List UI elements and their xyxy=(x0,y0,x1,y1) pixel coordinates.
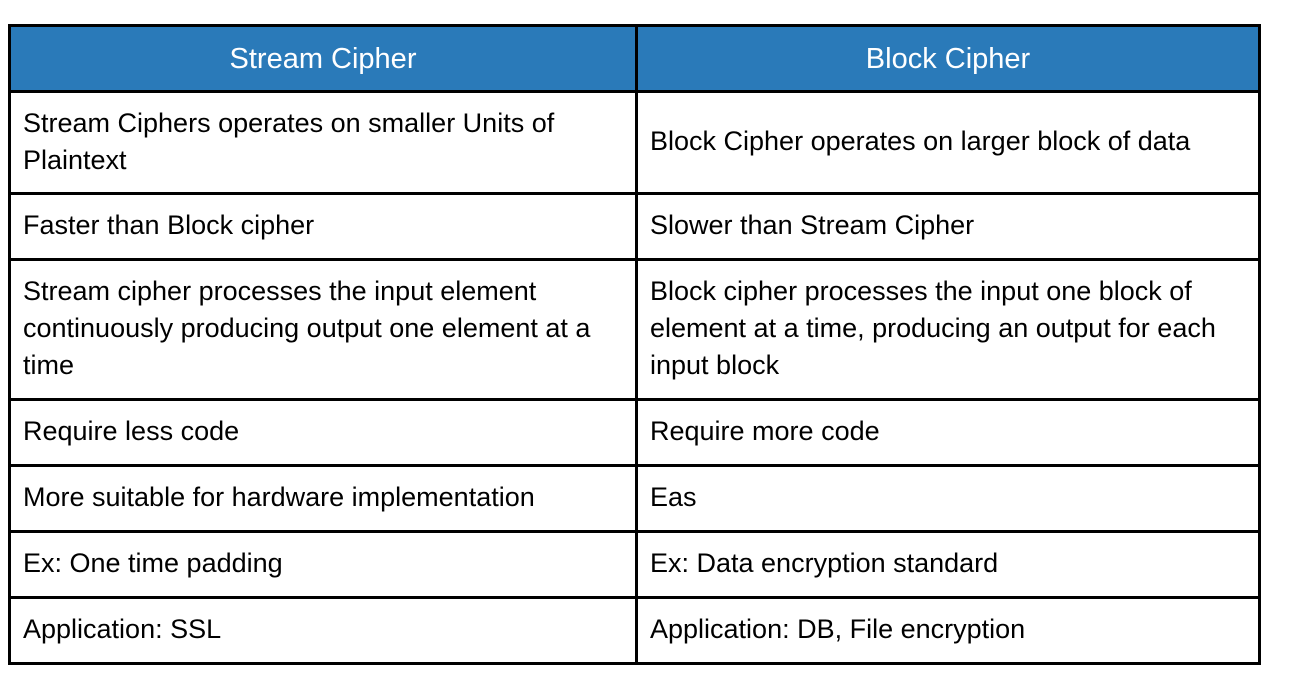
cell-stream-0: Stream Ciphers operates on smaller Units… xyxy=(8,90,638,195)
cell-block-3: Require more code xyxy=(635,398,1261,467)
cell-text: Ex: One time padding xyxy=(23,548,283,578)
cell-text: Ex: Data encryption standard xyxy=(650,548,999,578)
cell-text: More suitable for hardware implementatio… xyxy=(23,482,535,512)
table-body: Stream Ciphers operates on smaller Units… xyxy=(8,90,1261,665)
cell-text: Block Cipher operates on larger block of… xyxy=(650,126,1191,156)
cell-text: Stream cipher processes the input elemen… xyxy=(23,276,591,380)
cell-block-0: Block Cipher operates on larger block of… xyxy=(635,90,1261,195)
column-header-block-cipher: Block Cipher xyxy=(635,24,1261,93)
column-header-stream-cipher: Stream Cipher xyxy=(8,24,638,93)
cell-stream-6: Application: SSL xyxy=(8,596,638,665)
cell-block-4: Eas xyxy=(635,464,1261,533)
cell-text: Application: SSL xyxy=(23,614,222,644)
cell-text: Require more code xyxy=(650,416,880,446)
table-row: More suitable for hardware implementatio… xyxy=(8,464,1261,533)
cell-stream-2: Stream cipher processes the input elemen… xyxy=(8,258,638,401)
cell-stream-3: Require less code xyxy=(8,398,638,467)
cell-block-1: Slower than Stream Cipher xyxy=(635,192,1261,261)
cell-text: Slower than Stream Cipher xyxy=(650,210,975,240)
table-row: Require less code Require more code xyxy=(8,398,1261,467)
table-row: Stream cipher processes the input elemen… xyxy=(8,258,1261,401)
cell-text: Require less code xyxy=(23,416,240,446)
cell-text: Faster than Block cipher xyxy=(23,210,315,240)
cell-block-6: Application: DB, File encryption xyxy=(635,596,1261,665)
cell-stream-5: Ex: One time padding xyxy=(8,530,638,599)
cell-text: Block cipher processes the input one blo… xyxy=(650,276,1216,380)
table-row: Faster than Block cipher Slower than Str… xyxy=(8,192,1261,261)
table-row: Application: SSL Application: DB, File e… xyxy=(8,596,1261,665)
table-header: Stream Cipher Block Cipher xyxy=(8,24,1261,93)
cell-block-5: Ex: Data encryption standard xyxy=(635,530,1261,599)
header-row: Stream Cipher Block Cipher xyxy=(8,24,1261,93)
cipher-comparison-table: Stream Cipher Block Cipher Stream Cipher… xyxy=(8,24,1261,665)
cell-stream-1: Faster than Block cipher xyxy=(8,192,638,261)
table-row: Stream Ciphers operates on smaller Units… xyxy=(8,90,1261,195)
cell-block-2: Block cipher processes the input one blo… xyxy=(635,258,1261,401)
cell-text: Stream Ciphers operates on smaller Units… xyxy=(23,107,555,175)
cell-text: Application: DB, File encryption xyxy=(650,614,1026,644)
table-row: Ex: One time padding Ex: Data encryption… xyxy=(8,530,1261,599)
cell-text: Eas xyxy=(650,482,697,512)
cell-stream-4: More suitable for hardware implementatio… xyxy=(8,464,638,533)
